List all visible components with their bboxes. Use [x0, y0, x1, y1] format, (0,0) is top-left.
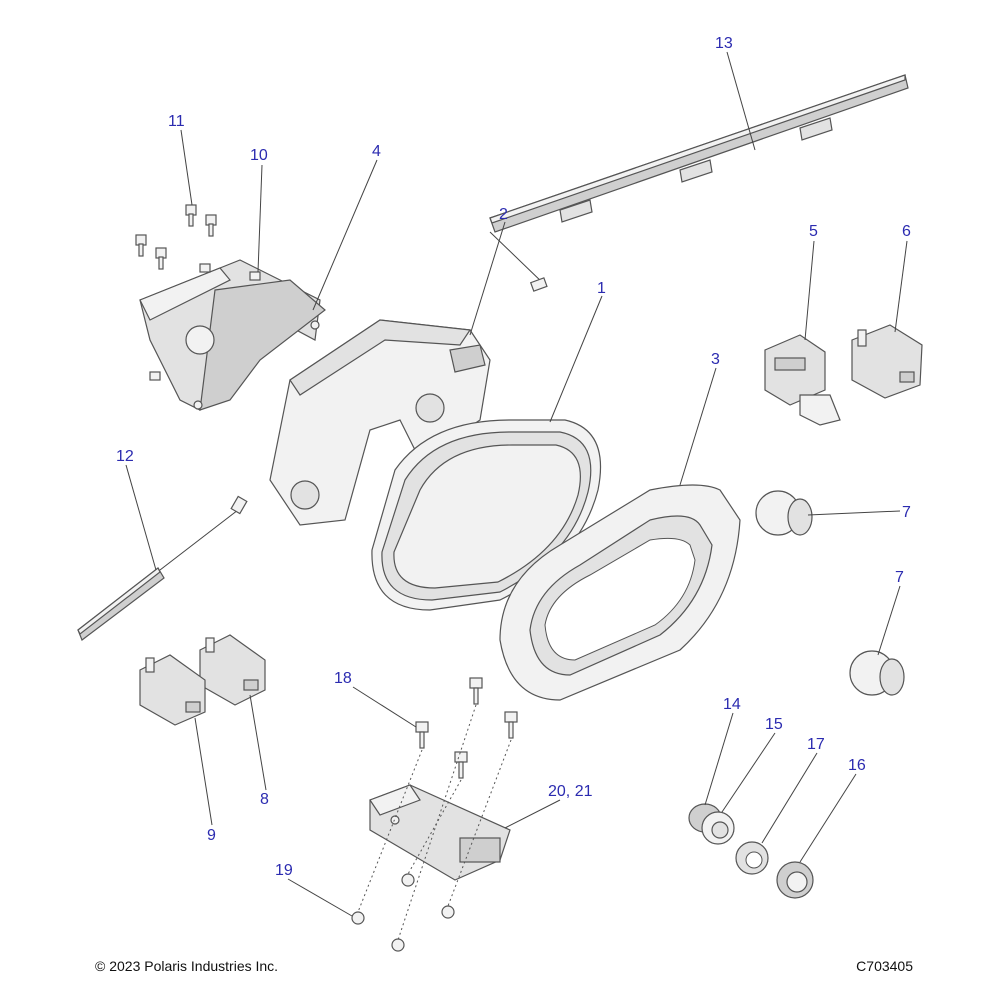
callout-9: 9 [207, 827, 216, 844]
callout-3: 3 [711, 351, 720, 368]
callout-1: 1 [597, 280, 606, 297]
callout-14: 14 [723, 696, 741, 713]
part-3-bezel [499, 484, 741, 701]
callout-13: 13 [715, 35, 733, 52]
copyright-notice: © 2023 Polaris Industries Inc. [95, 958, 279, 974]
callout-6: 6 [902, 223, 911, 240]
callout-11: 11 [168, 113, 185, 130]
part-16-cap [776, 861, 814, 899]
callout-20-21: 20, 21 [548, 783, 593, 800]
part-9-switch [139, 654, 206, 726]
callout-7-upper: 7 [902, 504, 911, 521]
figure-id: C703405 [856, 958, 913, 974]
callout-7-lower: 7 [895, 569, 904, 586]
part-8-switch [199, 634, 266, 706]
leader-lines [125, 51, 908, 917]
callout-16: 16 [848, 757, 866, 774]
part-1-gauge-cluster [371, 419, 602, 611]
callout-4: 4 [372, 143, 381, 160]
part-7-indicator-light-upper [755, 490, 813, 536]
part-12-light-bar [77, 495, 248, 641]
callout-19: 19 [275, 862, 293, 879]
callout-12: 12 [116, 448, 134, 465]
part-13-light-bar [489, 74, 909, 292]
part-7-indicator-light-lower [849, 650, 905, 696]
callout-5: 5 [809, 223, 818, 240]
part-14-15-outlet [688, 803, 735, 845]
callout-15: 15 [765, 716, 783, 733]
part-4-mount-bracket [139, 259, 326, 411]
callout-8: 8 [260, 791, 269, 808]
callout-17: 17 [807, 736, 825, 753]
part-20-21-module [369, 784, 511, 881]
fasteners-18-19 [351, 677, 518, 952]
callout-18: 18 [334, 670, 352, 687]
part-17-nut [735, 841, 769, 875]
callout-2: 2 [499, 206, 508, 223]
callout-10: 10 [250, 147, 268, 164]
part-5-ignition-switch [764, 334, 841, 426]
fasteners-11-10 [135, 204, 261, 381]
part-6-switch [851, 324, 923, 399]
